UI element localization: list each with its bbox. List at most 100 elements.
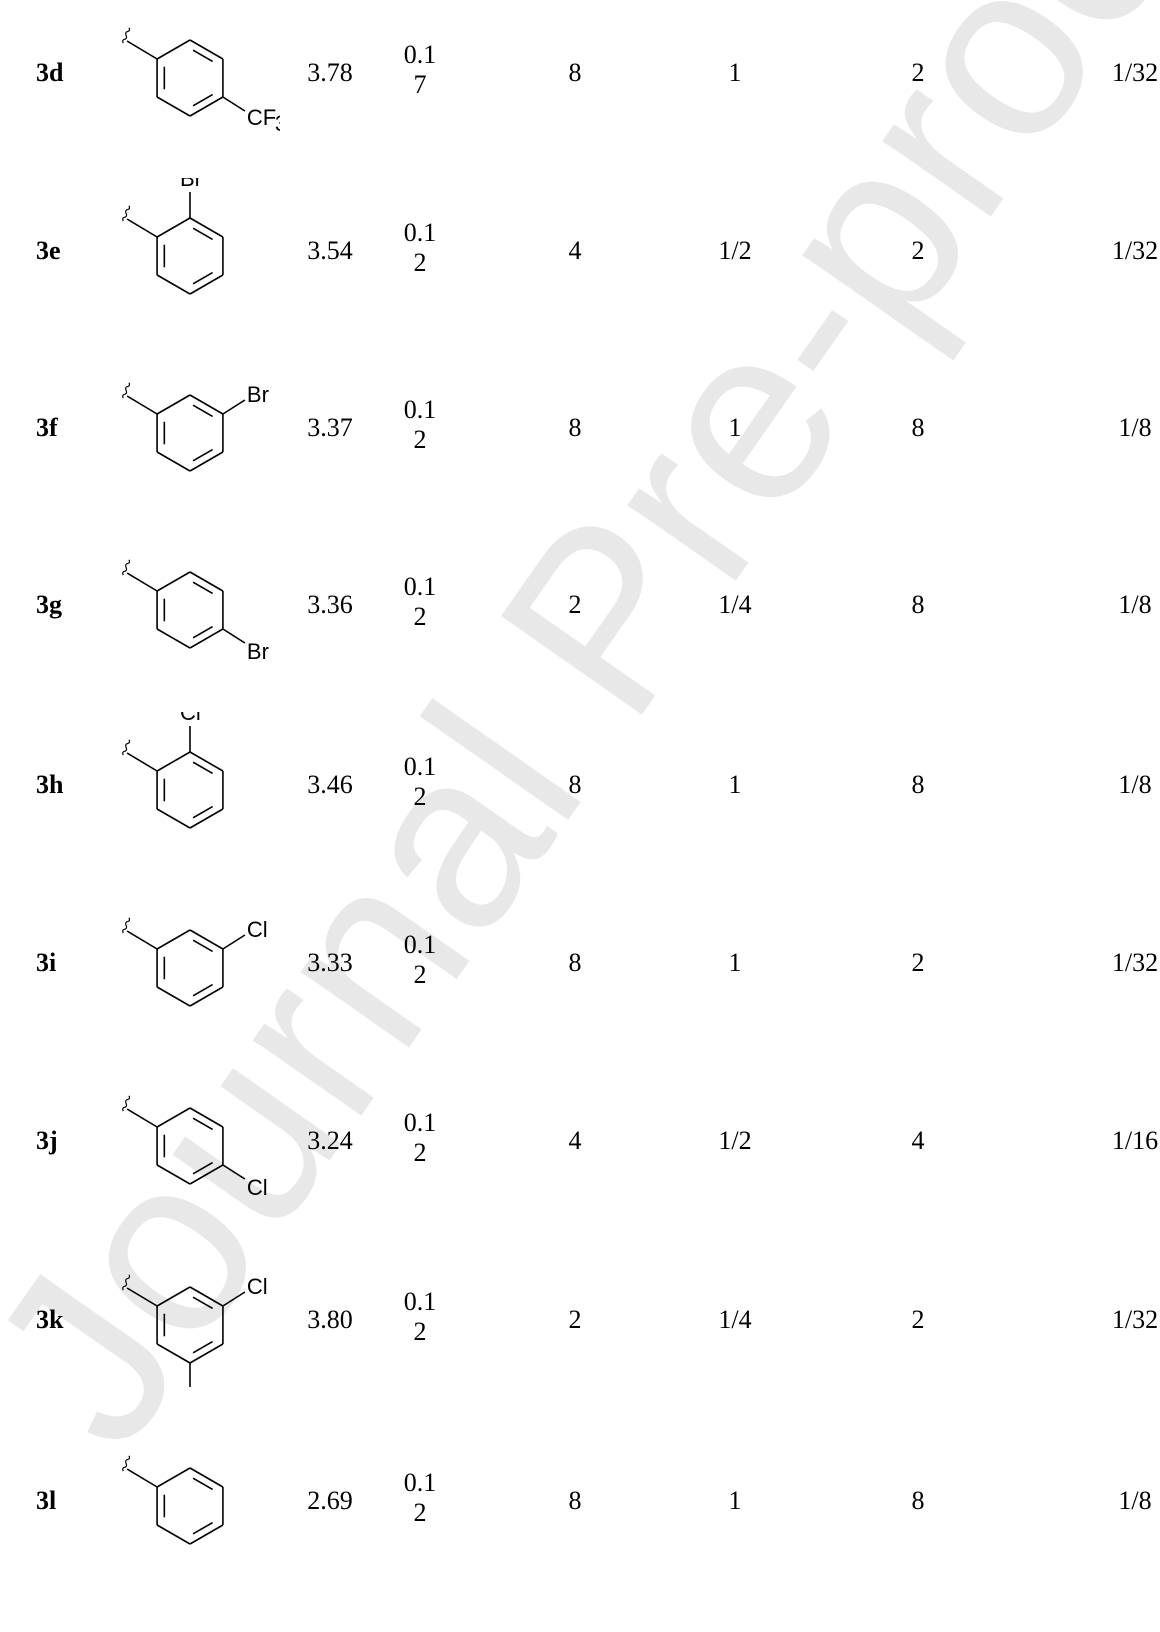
compound-id: 3i xyxy=(36,948,57,977)
value-cell: 1/8 xyxy=(1118,770,1152,799)
value-cell: 1/4 xyxy=(718,1305,752,1334)
value-line: 7 xyxy=(413,70,427,99)
attachment-point-icon xyxy=(122,917,131,934)
ring-bond xyxy=(189,96,224,117)
structure-drawing: CF3 xyxy=(122,27,280,136)
value-cell: 1/8 xyxy=(1118,1486,1152,1515)
ring-bond xyxy=(189,751,224,772)
value-cell: 1/2 xyxy=(718,1126,752,1155)
double-bond xyxy=(192,625,213,639)
structure-drawing: Br xyxy=(122,382,269,472)
ring-bond xyxy=(156,451,191,472)
ring-bond xyxy=(156,1107,191,1128)
attachment-bond xyxy=(126,40,158,60)
double-bond xyxy=(192,271,213,285)
compound-id: 3j xyxy=(36,1126,58,1155)
structure-drawing: Cl xyxy=(122,917,268,1007)
value-cell: 8 xyxy=(568,58,582,87)
compound-id: 3h xyxy=(36,770,64,799)
compound-id: 3l xyxy=(36,1486,57,1515)
value-line: 0.1 xyxy=(403,1108,437,1137)
value-cell: 2 xyxy=(911,1305,925,1334)
value-line: 2 xyxy=(413,248,427,277)
atom-label: Br xyxy=(247,382,269,407)
double-bond xyxy=(192,49,213,63)
value-cell: 3.24 xyxy=(307,1126,353,1155)
atom-label: 3 xyxy=(275,111,280,136)
value-line: 0.1 xyxy=(403,752,437,781)
ring-bond xyxy=(189,929,224,950)
double-bond xyxy=(192,448,213,462)
double-bond xyxy=(192,1521,213,1535)
atom-label: Br xyxy=(247,639,269,664)
ring-bond xyxy=(189,1107,224,1128)
ring-bond xyxy=(156,39,191,60)
value-line: 2 xyxy=(413,960,427,989)
ring-bond xyxy=(189,1286,224,1307)
value-cell: 1/2 xyxy=(718,236,752,265)
ring-bond xyxy=(189,39,224,60)
value-cell: 1/32 xyxy=(1111,1305,1159,1334)
structure-drawing: ClCl xyxy=(122,1274,268,1387)
double-bond xyxy=(192,93,213,107)
attachment-bond xyxy=(126,1108,158,1128)
value-line: 0.1 xyxy=(403,218,437,247)
double-bond xyxy=(192,1340,213,1354)
substituent-bond xyxy=(222,628,246,644)
double-bond xyxy=(192,1296,213,1310)
value-line: 0.1 xyxy=(403,1287,437,1316)
value-cell: 3.46 xyxy=(307,770,353,799)
ring-bond xyxy=(156,1343,191,1364)
compound-id: 3e xyxy=(36,236,61,265)
attachment-bond xyxy=(126,1468,158,1488)
structure-drawing: Cl xyxy=(122,1095,268,1200)
atom-label: Cl xyxy=(180,712,201,725)
attachment-point-icon xyxy=(122,1095,131,1112)
value-cell: 3.33 xyxy=(307,948,353,977)
ring-bond xyxy=(156,628,191,649)
value-line: 2 xyxy=(413,1138,427,1167)
value-cell: 2 xyxy=(568,590,582,619)
ring-bond xyxy=(156,986,191,1007)
atom-label: Br xyxy=(180,178,202,191)
attachment-point-icon xyxy=(122,1455,131,1472)
double-bond xyxy=(192,1117,213,1131)
substituent-bond xyxy=(222,1164,246,1180)
value-cell: 2 xyxy=(911,948,925,977)
attachment-point-icon xyxy=(122,205,131,222)
value-cell: 8 xyxy=(911,1486,925,1515)
value-cell: 1/4 xyxy=(718,590,752,619)
ring-bond xyxy=(189,217,224,238)
compound-id: 3f xyxy=(36,413,58,442)
double-bond xyxy=(192,1477,213,1491)
ring-bond xyxy=(156,96,191,117)
structure-drawing: Cl xyxy=(122,712,224,829)
ring-bond xyxy=(189,274,224,295)
value-cell: 8 xyxy=(911,590,925,619)
value-cell: 2 xyxy=(911,58,925,87)
ring-bond xyxy=(189,451,224,472)
value-cell: 8 xyxy=(568,770,582,799)
value-cell: 2 xyxy=(911,236,925,265)
ring-bond xyxy=(189,1524,224,1545)
double-bond xyxy=(192,404,213,418)
value-line: 2 xyxy=(413,782,427,811)
ring-bond xyxy=(156,1286,191,1307)
attachment-point-icon xyxy=(122,382,131,399)
attachment-bond xyxy=(126,218,158,238)
value-cell: 1/32 xyxy=(1111,58,1159,87)
